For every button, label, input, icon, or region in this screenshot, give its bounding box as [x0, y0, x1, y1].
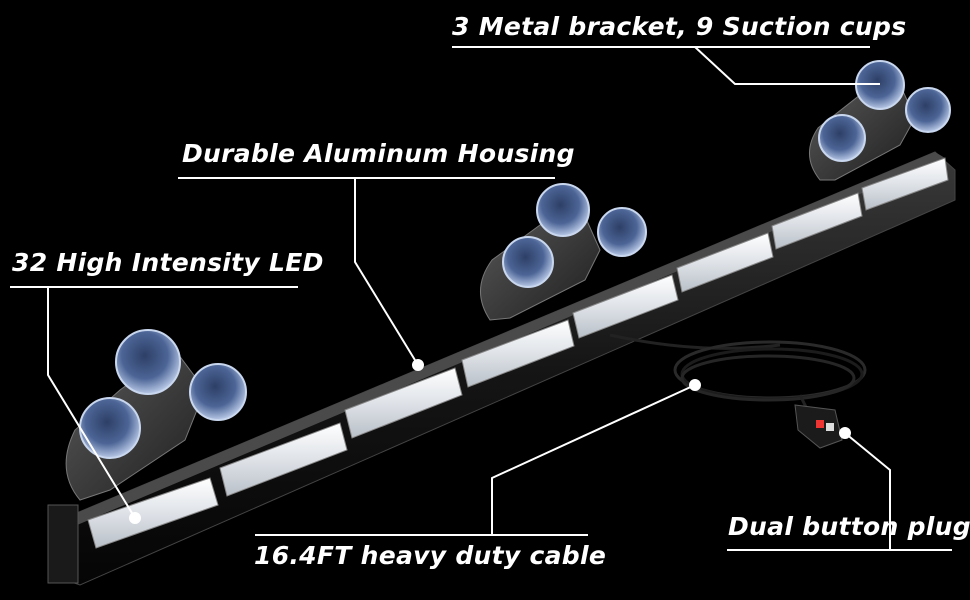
- led-modules: [87, 157, 949, 549]
- led-module: [87, 477, 219, 549]
- callout-cable: 16.4FT heavy duty cable: [254, 541, 607, 570]
- suction-cup: [189, 363, 247, 421]
- suction-cup: [536, 183, 590, 237]
- led-module: [771, 192, 863, 250]
- plug-button: [826, 423, 834, 431]
- suction-cup: [115, 329, 181, 395]
- led-module: [676, 232, 774, 293]
- power-cable: [609, 333, 867, 416]
- bar-top-edge: [60, 152, 945, 528]
- led-module: [219, 422, 348, 497]
- leader-dot: [412, 359, 424, 371]
- cable-lead: [609, 333, 781, 350]
- bar-end-cap-left: [47, 504, 79, 584]
- suction-cup: [502, 236, 554, 288]
- led-module: [861, 157, 949, 211]
- mount-middle: [480, 183, 647, 321]
- suction-cup: [818, 114, 866, 162]
- suction-cup: [905, 87, 951, 133]
- leader-line-bracket: [452, 46, 880, 85]
- leader-dot: [689, 379, 701, 391]
- callout-led: 32 High Intensity LED: [12, 248, 324, 277]
- suction-cup: [79, 397, 141, 459]
- leader-dot: [839, 427, 851, 439]
- leader-line-cable: [255, 384, 696, 536]
- led-module: [461, 319, 575, 388]
- led-module: [572, 274, 679, 339]
- cable-coil: [680, 354, 856, 402]
- leader-dot: [129, 512, 141, 524]
- led-module: [344, 367, 463, 439]
- leader-line-plug: [727, 432, 952, 551]
- dual-button-plug: [794, 404, 843, 449]
- leader-line-led: [10, 286, 298, 519]
- callout-plug: Dual button plug: [728, 512, 970, 541]
- callout-housing: Durable Aluminum Housing: [182, 139, 575, 168]
- leader-line-housing: [178, 177, 555, 366]
- plug-button: [816, 420, 824, 428]
- suction-cup: [597, 207, 647, 257]
- callout-bracket: 3 Metal bracket, 9 Suction cups: [452, 12, 907, 41]
- callout-lines: [10, 46, 952, 551]
